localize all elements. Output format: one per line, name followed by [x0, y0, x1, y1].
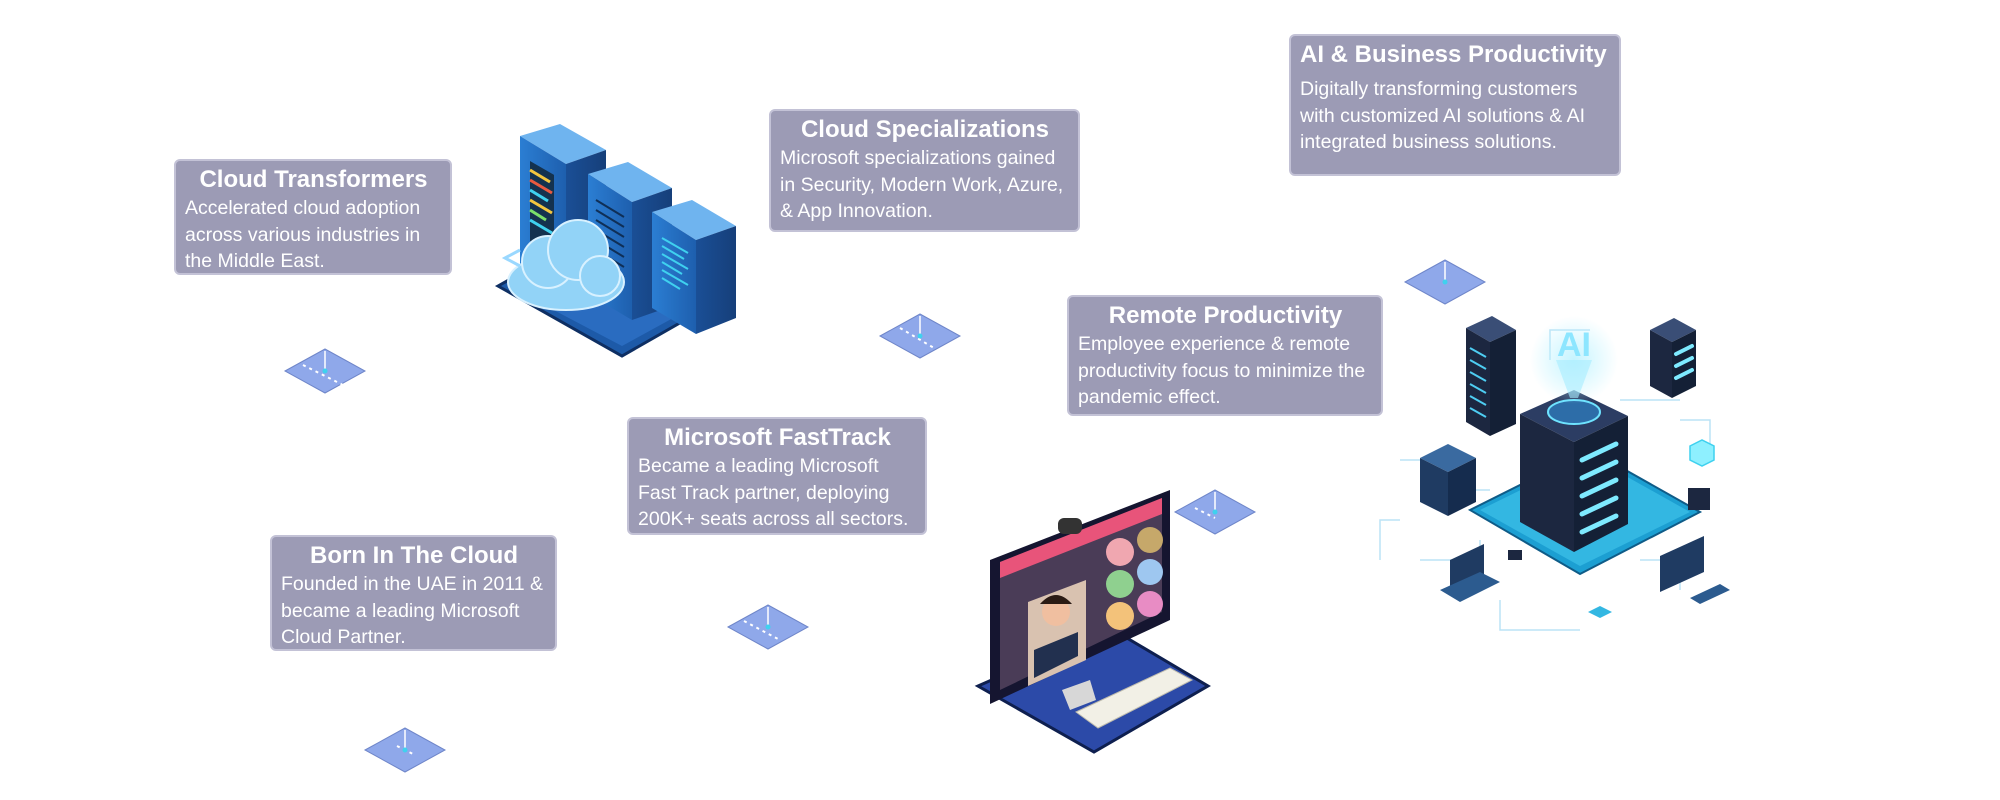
- milestone-description: Employee experience & remote productivit…: [1078, 333, 1366, 408]
- milestone-title: Born In The Cloud: [310, 542, 518, 569]
- milestone-description: Microsoft specializations gained in Secu…: [780, 147, 1064, 222]
- milestone-title: Cloud Transformers: [199, 166, 428, 193]
- timeline-tile-cloud-transformers: [283, 348, 367, 394]
- milestone-description: Became a leading Microsoft Fast Track pa…: [638, 455, 909, 530]
- milestone-card-born-in-the-cloud: Born In The Cloud Founded in the UAE in …: [270, 535, 557, 651]
- milestone-description: Founded in the UAE in 2011 & became a le…: [281, 573, 543, 648]
- video-conference-icon: [974, 490, 1211, 754]
- milestone-title: AI & Business Productivity: [1300, 41, 1607, 68]
- milestone-card-cloud-specializations: Cloud Specializations Microsoft speciali…: [769, 109, 1080, 232]
- ai-datacenter-icon: AI: [1379, 316, 1730, 631]
- timeline-tile-remote-productivity: [1173, 489, 1257, 535]
- milestone-card-microsoft-fasttrack: Microsoft FastTrack Became a leading Mic…: [627, 417, 927, 535]
- milestone-card-cloud-transformers: Cloud Transformers Accelerated cloud ado…: [174, 159, 452, 275]
- milestone-title: Microsoft FastTrack: [664, 424, 891, 451]
- milestone-card-remote-productivity: Remote Productivity Employee experience …: [1067, 295, 1383, 416]
- milestone-description: Accelerated cloud adoption across variou…: [185, 197, 421, 272]
- server-cloud-icon: [494, 124, 736, 358]
- timeline-tile-microsoft-fasttrack: [726, 604, 810, 650]
- timeline-tile-cloud-specializations: [878, 313, 962, 359]
- milestone-description: Digitally transforming customers with cu…: [1300, 78, 1586, 153]
- svg-text:AI: AI: [1557, 326, 1591, 364]
- milestone-card-ai-business-productivity: AI & Business Productivity Digitally tra…: [1289, 34, 1621, 176]
- timeline-tile-born-in-the-cloud: [363, 727, 447, 773]
- timeline-tile-ai-productivity: [1403, 259, 1487, 305]
- milestone-title: Cloud Specializations: [800, 116, 1050, 143]
- milestone-title: Remote Productivity: [1108, 302, 1343, 329]
